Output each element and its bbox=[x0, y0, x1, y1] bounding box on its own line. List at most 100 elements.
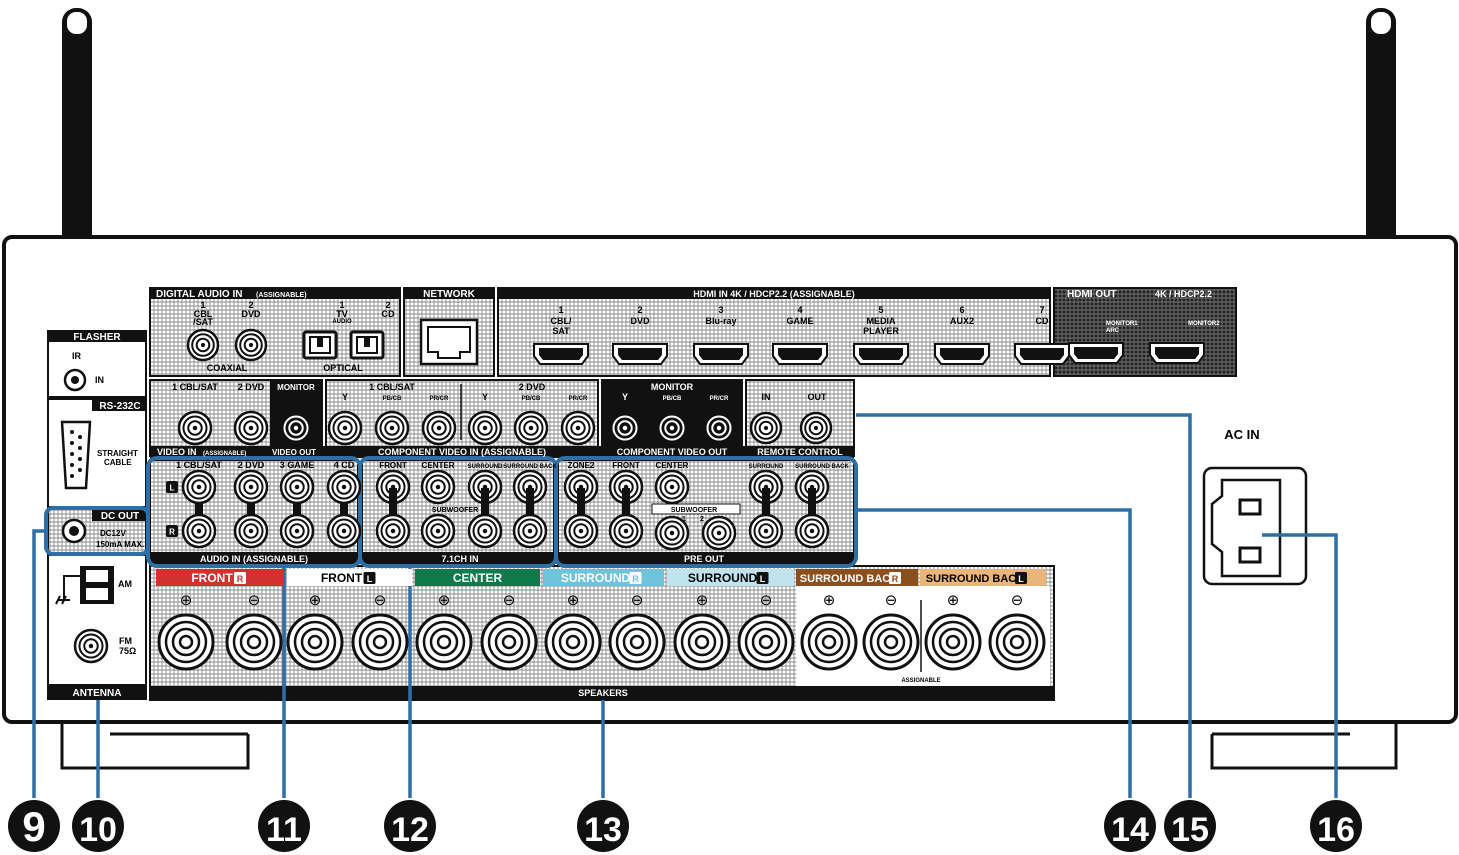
ac-in-label: AC IN bbox=[1224, 427, 1259, 442]
preout-bottom-jack-4[interactable] bbox=[794, 513, 830, 549]
rs232c-label1: STRAIGHT bbox=[97, 449, 138, 458]
component-in-jack-3[interactable] bbox=[421, 410, 457, 446]
71ch-in-bottom-jack-3[interactable] bbox=[512, 513, 548, 549]
audio-in-2-l-jack[interactable] bbox=[233, 469, 269, 505]
component-out-jack-1[interactable] bbox=[607, 410, 643, 446]
component-in-jack-6[interactable] bbox=[560, 410, 596, 446]
antenna-title: ANTENNA bbox=[73, 688, 122, 699]
video-in-2: 2 DVD bbox=[238, 382, 265, 392]
speaker-plus-sign: ⊕ bbox=[947, 592, 960, 609]
hdmi-in-port-4[interactable] bbox=[772, 343, 828, 365]
ethernet-port[interactable] bbox=[419, 318, 479, 366]
speaker-terminal[interactable] bbox=[286, 613, 344, 671]
coax1-number: 1 bbox=[200, 300, 205, 310]
hdmi-in-label2: PLAYER bbox=[863, 326, 899, 336]
71ch-in-top-jack-2[interactable] bbox=[420, 469, 456, 505]
hdmi-in-port-1[interactable] bbox=[533, 343, 589, 365]
speaker-channel-side: R bbox=[892, 574, 899, 584]
speaker-minus-sign: ⊖ bbox=[885, 592, 898, 609]
coaxial-jack-2[interactable] bbox=[234, 328, 268, 362]
audio-in-channel-marker: R bbox=[169, 528, 175, 537]
remote-in-jack[interactable] bbox=[749, 411, 783, 445]
dc-out-voltage: DC12V bbox=[100, 529, 126, 538]
hdmi-in-number: 1 bbox=[558, 305, 563, 315]
speaker-terminal[interactable] bbox=[480, 613, 538, 671]
speaker-terminal[interactable] bbox=[924, 613, 982, 671]
component-in-2: 2 DVD bbox=[519, 382, 546, 392]
hdmi-in-label: AUX2 bbox=[950, 316, 974, 326]
speaker-terminal[interactable] bbox=[608, 613, 666, 671]
callout-badge-11: 11 bbox=[258, 800, 310, 852]
audio-in-1-l-jack[interactable] bbox=[181, 469, 217, 505]
hdmi-out-monitor1-port[interactable] bbox=[1068, 342, 1124, 364]
preout-bottom-jack-3[interactable] bbox=[748, 513, 784, 549]
audio-in-4-l-jack[interactable] bbox=[326, 469, 362, 505]
speaker-terminal[interactable] bbox=[988, 613, 1046, 671]
video-in-2-jack[interactable] bbox=[233, 410, 269, 446]
hdmi-in-port-5[interactable] bbox=[853, 343, 909, 365]
preout-zone2: ZONE2 bbox=[568, 461, 595, 470]
preout-top-jack-3[interactable] bbox=[654, 469, 690, 505]
component-in-jack-1[interactable] bbox=[327, 410, 363, 446]
speaker-terminal[interactable] bbox=[800, 613, 858, 671]
speaker-channel-band bbox=[796, 569, 918, 586]
71ch-in-subwoofer-jack[interactable] bbox=[420, 513, 456, 549]
preout-bottom-jack-1[interactable] bbox=[563, 513, 599, 549]
audio-in-4-r-jack[interactable] bbox=[326, 513, 362, 549]
speaker-terminal[interactable] bbox=[737, 613, 795, 671]
remote-out-jack[interactable] bbox=[799, 411, 833, 445]
component-out-jack-3[interactable] bbox=[701, 410, 737, 446]
speaker-terminal[interactable] bbox=[415, 613, 473, 671]
71ch-in-bottom-jack-1[interactable] bbox=[375, 513, 411, 549]
dc-out-current: 150mA MAX. bbox=[96, 540, 144, 549]
flasher-in-jack[interactable] bbox=[63, 368, 87, 392]
am-antenna-terminal[interactable] bbox=[55, 566, 114, 605]
preout-top-jack-4[interactable] bbox=[748, 469, 784, 505]
video-monitor-out-jack[interactable] bbox=[278, 410, 314, 446]
preout-sub2: 2 bbox=[700, 516, 704, 523]
audio-in-1-r-jack[interactable] bbox=[181, 513, 217, 549]
hdmi-in-port-7[interactable] bbox=[1014, 343, 1070, 365]
speaker-plus-sign: ⊕ bbox=[567, 592, 580, 609]
speaker-terminal[interactable] bbox=[862, 613, 920, 671]
remote-in: IN bbox=[762, 392, 771, 402]
speaker-terminal[interactable] bbox=[544, 613, 602, 671]
speaker-plus-sign: ⊕ bbox=[438, 592, 451, 609]
optical-jack-1[interactable] bbox=[302, 330, 338, 360]
speaker-channel-side: L bbox=[1018, 574, 1024, 584]
hdmi-in-port-6[interactable] bbox=[934, 343, 990, 365]
fm-antenna-jack[interactable] bbox=[73, 628, 109, 664]
preout-bottom-jack-2[interactable] bbox=[608, 513, 644, 549]
hdmi-in-port-3[interactable] bbox=[693, 343, 749, 365]
71ch-in-bottom-jack-2[interactable] bbox=[467, 513, 503, 549]
network-title: NETWORK bbox=[423, 289, 475, 300]
dc-out-jack[interactable] bbox=[61, 518, 87, 544]
coaxial-jack-1[interactable] bbox=[186, 328, 220, 362]
coax2-label: DVD bbox=[241, 309, 261, 319]
component-in-jack-5[interactable] bbox=[513, 410, 549, 446]
hdmi-in-port-2[interactable] bbox=[612, 343, 668, 365]
speaker-terminal[interactable] bbox=[225, 613, 283, 671]
hdmi-in-title: HDMI IN 4K / HDCP2.2 (ASSIGNABLE) bbox=[693, 289, 855, 299]
audio-in-3-r-jack[interactable] bbox=[279, 513, 315, 549]
speaker-terminal[interactable] bbox=[157, 613, 215, 671]
component-in-jack-4[interactable] bbox=[467, 410, 503, 446]
audio-in-2-r-jack[interactable] bbox=[233, 513, 269, 549]
optical-label: OPTICAL bbox=[323, 363, 363, 373]
speaker-terminal[interactable] bbox=[351, 613, 409, 671]
audio-in-3-l-jack[interactable] bbox=[279, 469, 315, 505]
speaker-channel-band bbox=[156, 569, 284, 586]
component-out-jack-2[interactable] bbox=[654, 410, 690, 446]
optical-jack-2[interactable] bbox=[349, 330, 385, 360]
hdmi-out-monitor2: MONITOR2 bbox=[1188, 321, 1220, 327]
speaker-terminal[interactable] bbox=[673, 613, 731, 671]
component-in-jack-2[interactable] bbox=[374, 410, 410, 446]
hdmi-out-monitor2-port[interactable] bbox=[1149, 342, 1205, 364]
preout-subwoofer2-jack[interactable] bbox=[701, 515, 737, 551]
preout-top-jack-5[interactable] bbox=[794, 469, 830, 505]
video-in-1-jack[interactable] bbox=[177, 410, 213, 446]
preout-subwoofer1-jack[interactable] bbox=[654, 515, 690, 551]
remote-label: REMOTE CONTROL bbox=[757, 447, 843, 457]
rs232c-port[interactable] bbox=[60, 420, 92, 490]
